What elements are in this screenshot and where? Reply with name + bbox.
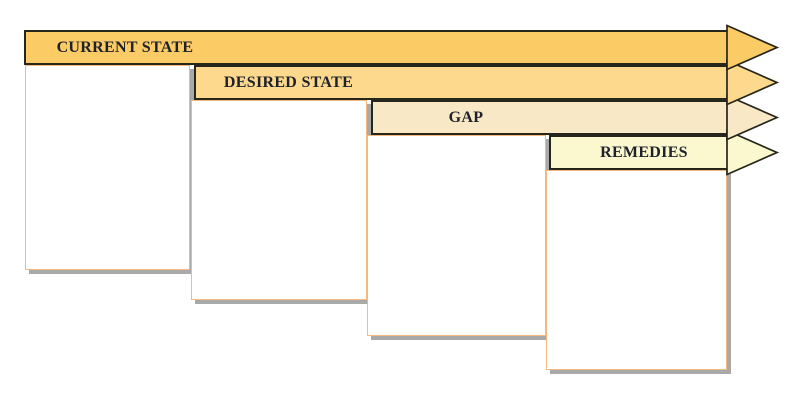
banner-current-state-label: CURRENT STATE (56, 38, 194, 56)
banner-gap-label-zone: GAP (373, 102, 551, 133)
arrowhead-desired-state-icon (726, 59, 780, 106)
panel-current-state (25, 65, 190, 270)
arrowhead-current-state-icon (726, 24, 780, 71)
banner-current-state: CURRENT STATE (24, 30, 727, 65)
banner-current-state-label-zone: CURRENT STATE (26, 32, 196, 63)
arrowhead-gap-icon (726, 94, 780, 141)
banner-gap: GAP (371, 100, 727, 135)
panel-gap (367, 135, 546, 336)
banner-desired-state-label: DESIRED STATE (223, 73, 354, 91)
arrowheads (726, 24, 780, 176)
arrowhead-remedies-icon (726, 129, 780, 176)
banner-remedies-label-zone: REMEDIES (551, 137, 729, 168)
panel-desired-state (191, 100, 367, 300)
banner-remedies: REMEDIES (549, 135, 727, 170)
banner-desired-state: DESIRED STATE (194, 65, 727, 100)
panel-remedies (546, 170, 727, 370)
banner-gap-label: GAP (448, 108, 484, 126)
banner-remedies-label: REMEDIES (600, 143, 688, 161)
banner-desired-state-label-zone: DESIRED STATE (196, 67, 373, 98)
